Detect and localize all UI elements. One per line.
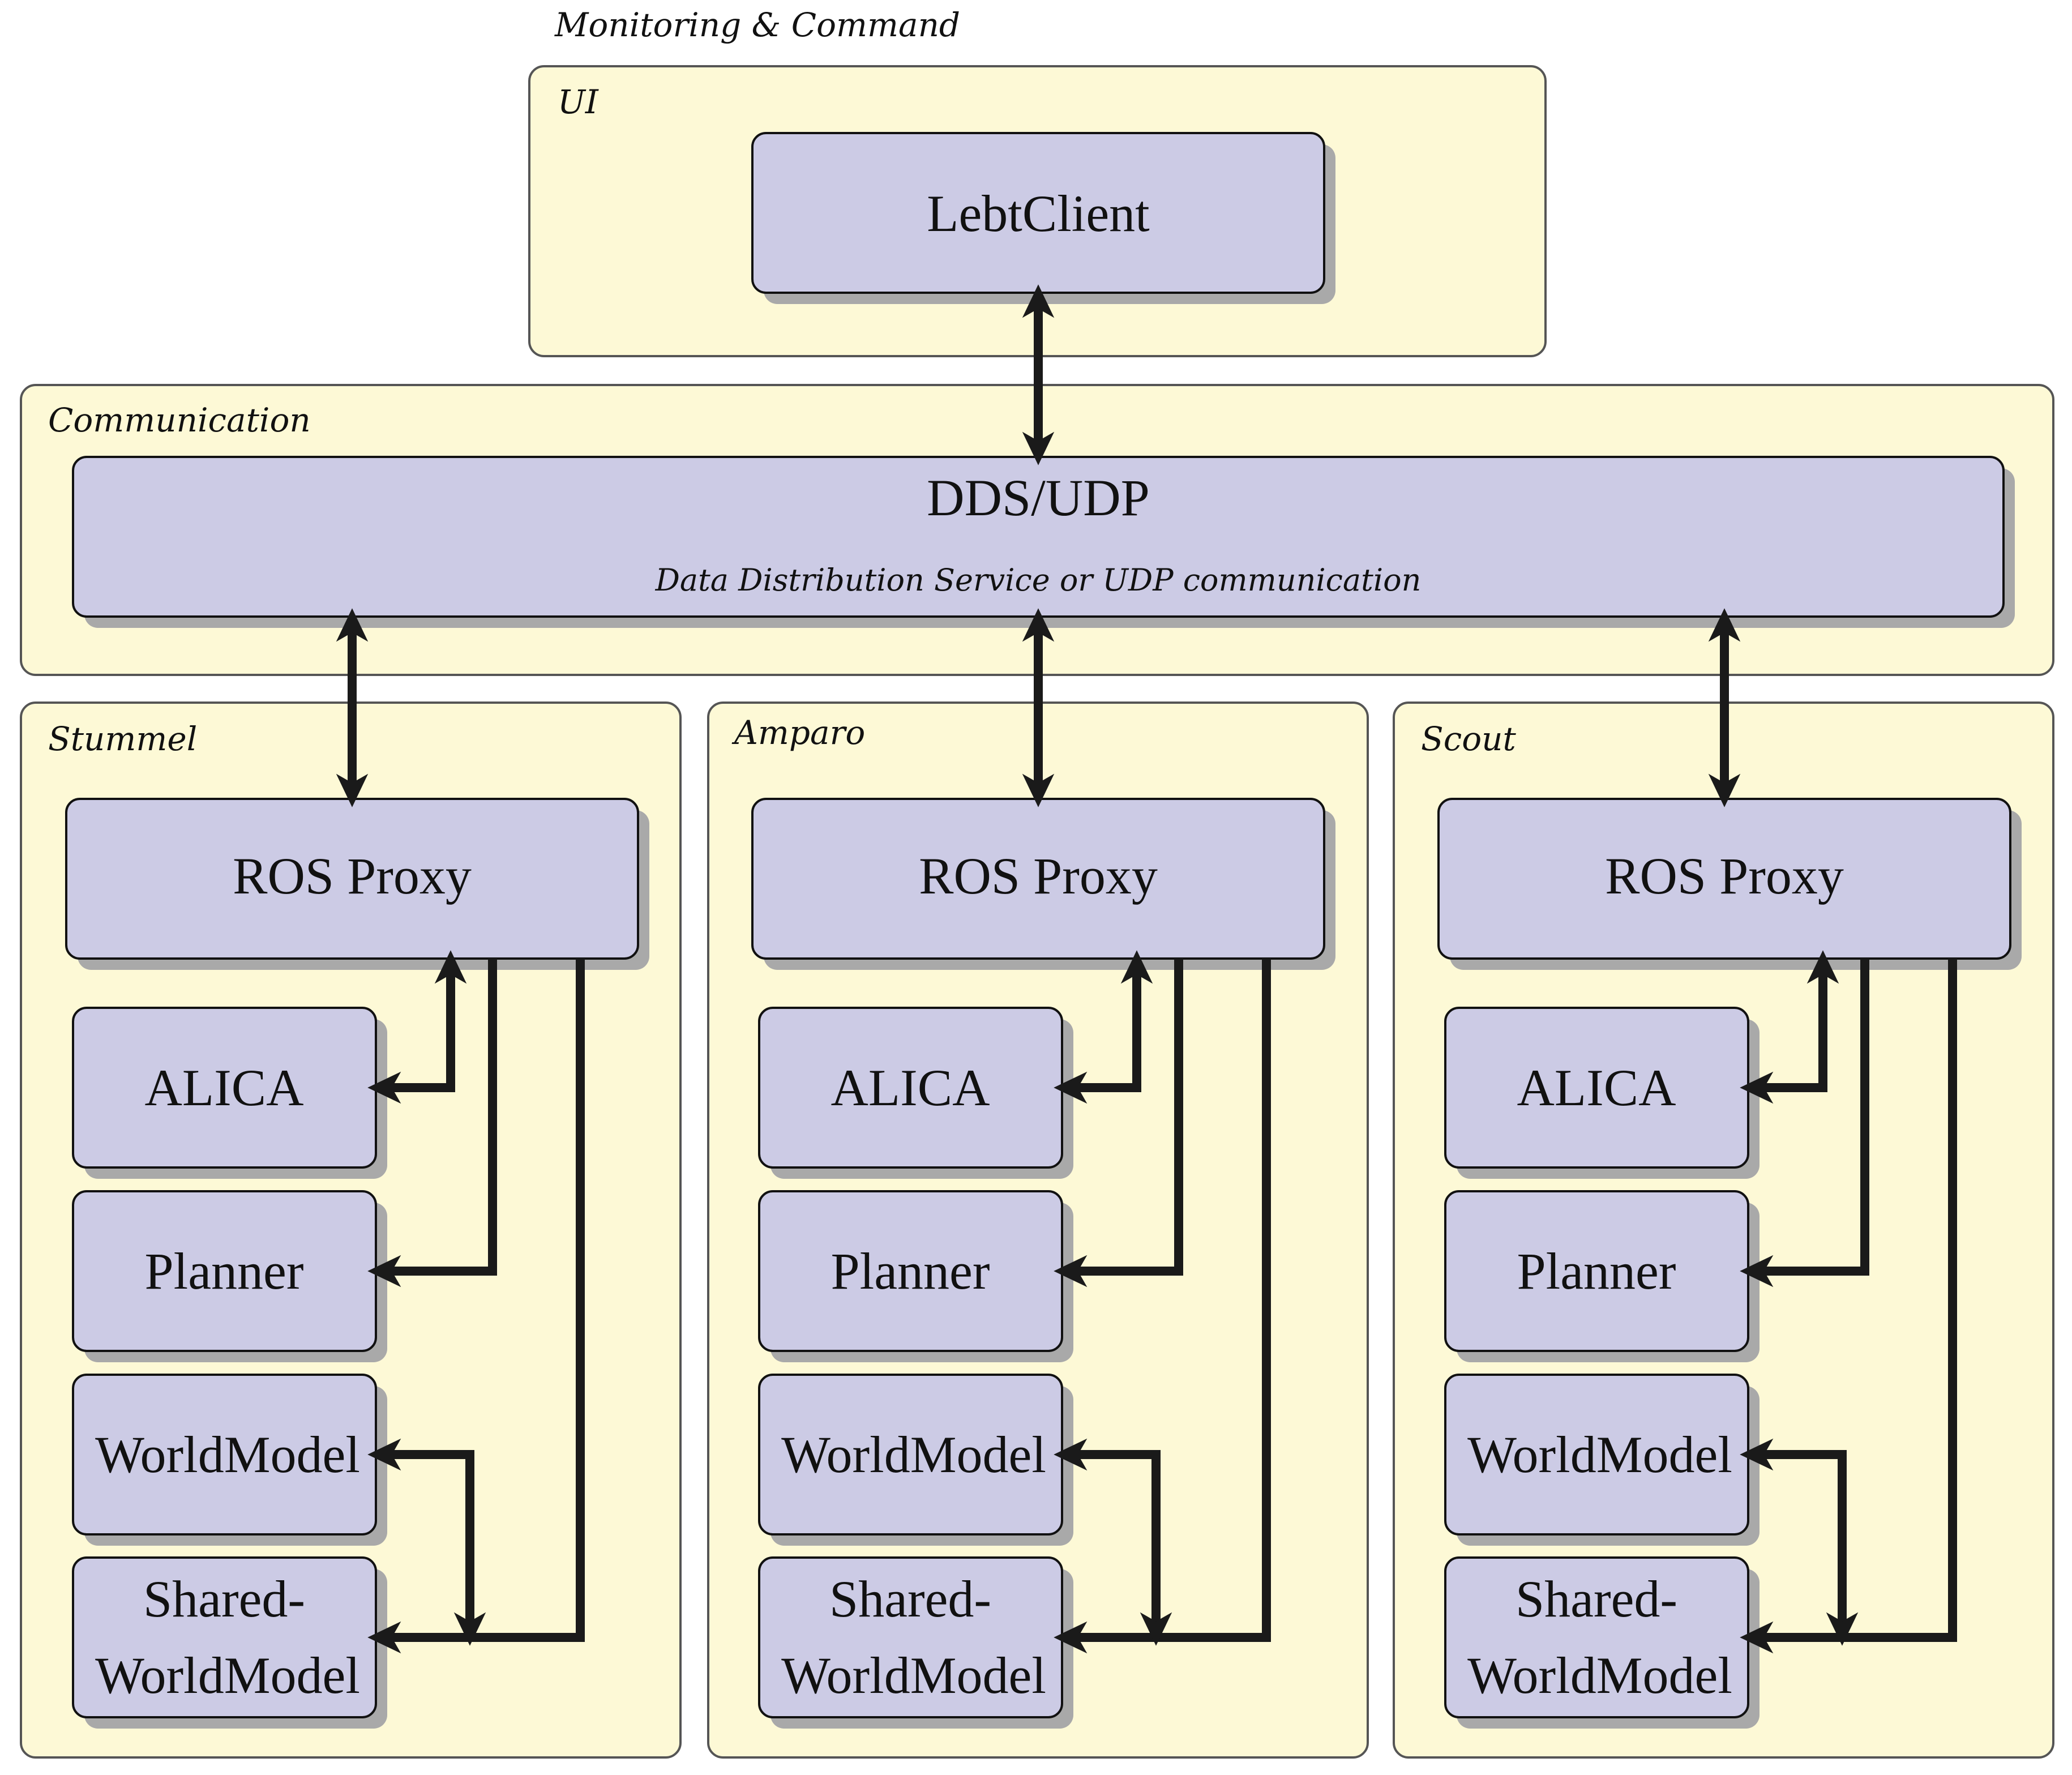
arrow-amparo-alica bbox=[1054, 950, 1153, 1104]
world-model-box-amparo: WorldModel bbox=[758, 1374, 1073, 1546]
shared-world-model-label-line1: Shared- bbox=[143, 1570, 305, 1628]
monitoring-command-title: Monitoring & Command bbox=[554, 6, 960, 44]
world-model-label: WorldModel bbox=[95, 1426, 360, 1483]
communication-group-title: Communication bbox=[48, 401, 311, 439]
ros-proxy-label: ROS Proxy bbox=[233, 847, 472, 905]
dds-udp-label: DDS/UDP bbox=[927, 469, 1150, 527]
shared-world-model-label-line1: Shared- bbox=[829, 1570, 991, 1628]
planner-label: Planner bbox=[144, 1242, 303, 1300]
shared-world-model-box-stummel: Shared- WorldModel bbox=[72, 1556, 387, 1729]
world-model-box-scout: WorldModel bbox=[1444, 1374, 1760, 1546]
arrow-amparo-planner bbox=[1054, 959, 1183, 1288]
alica-label: ALICA bbox=[1517, 1059, 1676, 1117]
arrow-stummel-shared bbox=[367, 959, 585, 1654]
alica-box-scout: ALICA bbox=[1444, 1007, 1760, 1179]
shared-world-model-label-line2: WorldModel bbox=[1467, 1646, 1732, 1704]
arrow-stummel-alica bbox=[367, 950, 467, 1104]
shared-world-model-label-line2: WorldModel bbox=[95, 1646, 360, 1704]
lebt-client-label: LebtClient bbox=[927, 185, 1150, 242]
ros-proxy-box-stummel: ROS Proxy bbox=[65, 798, 649, 970]
dds-udp-description: Data Distribution Service or UDP communi… bbox=[655, 562, 1422, 598]
ui-group-title: UI bbox=[558, 83, 599, 121]
alica-box-amparo: ALICA bbox=[758, 1007, 1073, 1179]
ros-proxy-box-scout: ROS Proxy bbox=[1437, 798, 2022, 970]
ros-proxy-label: ROS Proxy bbox=[1605, 847, 1844, 905]
arrow-scout-planner bbox=[1740, 959, 1869, 1288]
alica-label: ALICA bbox=[830, 1059, 990, 1117]
alica-label: ALICA bbox=[144, 1059, 303, 1117]
arrow-scout-shared bbox=[1740, 959, 1957, 1654]
planner-label: Planner bbox=[1517, 1242, 1676, 1300]
shared-world-model-box-scout: Shared- WorldModel bbox=[1444, 1556, 1760, 1729]
dds-udp-box: DDS/UDP Data Distribution Service or UDP… bbox=[72, 456, 2015, 628]
planner-box-amparo: Planner bbox=[758, 1190, 1073, 1362]
world-model-label: WorldModel bbox=[1467, 1426, 1732, 1483]
stummel-group-title: Stummel bbox=[48, 720, 197, 758]
planner-box-scout: Planner bbox=[1444, 1190, 1760, 1362]
shared-world-model-box-amparo: Shared- WorldModel bbox=[758, 1556, 1073, 1729]
world-model-box-stummel: WorldModel bbox=[72, 1374, 387, 1546]
shared-world-model-label-line2: WorldModel bbox=[781, 1646, 1046, 1704]
world-model-label: WorldModel bbox=[781, 1426, 1046, 1483]
ros-proxy-box-amparo: ROS Proxy bbox=[751, 798, 1335, 970]
ros-proxy-label: ROS Proxy bbox=[919, 847, 1158, 905]
connector-arrows bbox=[336, 284, 1957, 1654]
scout-group-title: Scout bbox=[1421, 720, 1516, 758]
arrow-amparo-shared bbox=[1054, 959, 1271, 1654]
lebt-client-box: LebtClient bbox=[751, 132, 1335, 304]
alica-box-stummel: ALICA bbox=[72, 1007, 387, 1179]
planner-box-stummel: Planner bbox=[72, 1190, 387, 1362]
planner-label: Planner bbox=[830, 1242, 990, 1300]
arrow-stummel-planner bbox=[367, 959, 497, 1288]
arrow-scout-alica bbox=[1740, 950, 1839, 1104]
amparo-group-title: Amparo bbox=[731, 713, 865, 752]
shared-world-model-label-line1: Shared- bbox=[1516, 1570, 1677, 1628]
